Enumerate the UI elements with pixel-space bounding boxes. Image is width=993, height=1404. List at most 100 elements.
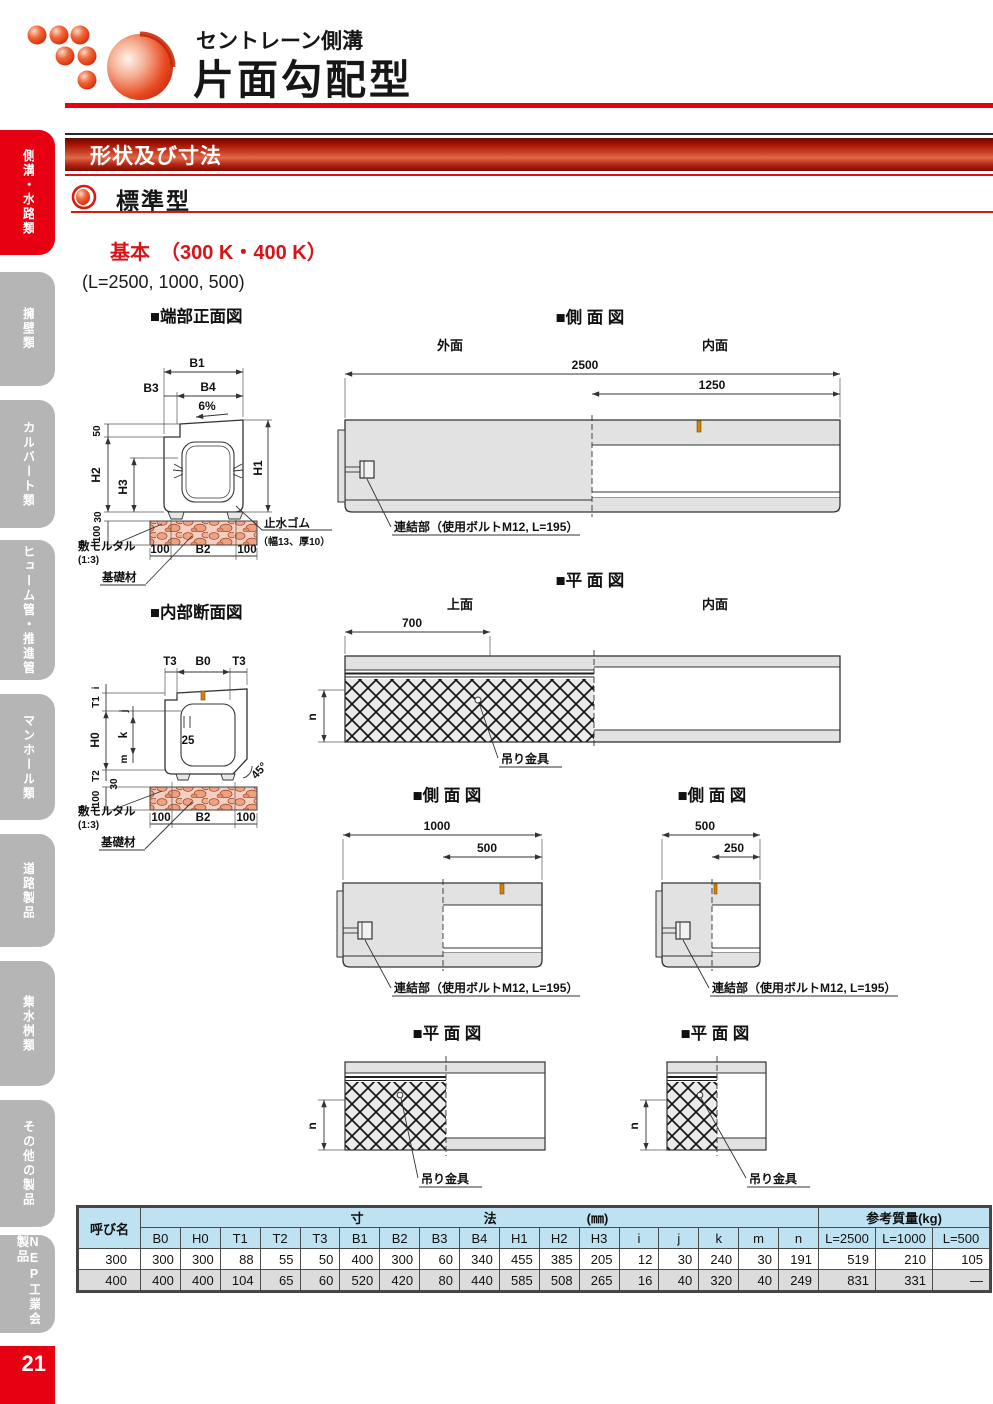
dim-2500: 2500	[572, 358, 599, 372]
dim-b0: B0	[195, 654, 211, 668]
cell-t1: 88	[219, 1248, 261, 1270]
length-note: (L=2500, 1000, 500)	[82, 272, 245, 292]
drawing-title: ■平 面 図	[556, 571, 625, 590]
dim-45deg: 45°	[249, 760, 270, 781]
col-header-h3: H3	[578, 1227, 620, 1249]
cell-b2: 420	[379, 1269, 421, 1291]
cell-b1: 520	[339, 1269, 381, 1291]
face-label-inner: 内面	[702, 597, 728, 612]
dim-250: 250	[724, 841, 744, 855]
dim-t3: T3	[232, 656, 245, 668]
technical-drawings: ■端部正面図 B1 B3 B4 6% 50 H2	[78, 306, 898, 1188]
sidebar-tab-label: ヒューム管・推進管	[21, 544, 34, 676]
col-header-t2: T2	[259, 1227, 301, 1249]
row-name: 400	[78, 1269, 141, 1291]
dim-group-label: (㎜)	[586, 1211, 609, 1226]
dim-i: i	[91, 686, 102, 689]
note-hook: 吊り金具	[421, 1171, 469, 1186]
drawing-title: ■内部断面図	[150, 602, 242, 622]
dim-b1: B1	[189, 356, 205, 370]
col-header-name: 呼び名	[78, 1207, 141, 1249]
section-top-line	[65, 133, 993, 135]
dim-100: 100	[91, 790, 102, 807]
cell-k: 240	[698, 1248, 740, 1270]
dim-t1: T1	[91, 696, 102, 708]
col-header-l-1000: L=1000	[874, 1227, 933, 1249]
dim-700: 700	[402, 616, 422, 630]
cell-b2: 300	[379, 1248, 421, 1270]
col-header-m: m	[738, 1227, 779, 1249]
sidebar-tab-3[interactable]: カルバート類	[0, 400, 55, 528]
sidebar-tab-1[interactable]: 側溝・水路類	[0, 130, 55, 255]
cell-j: 30	[658, 1248, 700, 1270]
dim-b2: B2	[196, 812, 211, 824]
col-header-l-2500: L=2500	[817, 1227, 876, 1249]
note-connector: 連結部（使用ボルトM12, L=195）	[712, 980, 896, 995]
dim-k: k	[116, 731, 130, 738]
dim-t2: T2	[91, 770, 102, 782]
note-mortar-ratio: (1:3)	[78, 555, 99, 566]
drawing-title: ■平 面 図	[681, 1024, 750, 1043]
cell-h3: 265	[578, 1269, 620, 1291]
cell-i: 16	[618, 1269, 660, 1291]
dim-m: m	[119, 754, 130, 763]
sidebar-tab-label: NEP工業会製品	[15, 1235, 40, 1327]
sidebar-tab-4[interactable]: ヒューム管・推進管	[0, 540, 55, 680]
sidebar-tab-label: 擁壁類	[21, 307, 34, 351]
dim-t3: T3	[163, 656, 176, 668]
dim-100: 100	[151, 812, 170, 824]
cell-l-2500: 519	[817, 1248, 876, 1270]
sidebar-tab-2[interactable]: 擁壁類	[0, 272, 55, 386]
drawing-side-view-500: ■側 面 図 500 250 連結部（使用ボルトM12, L=195）	[655, 785, 898, 997]
cell-t2: 55	[259, 1248, 301, 1270]
dim-100: 100	[92, 525, 103, 542]
sidebar-tab-label: 集水桝類	[21, 994, 34, 1053]
cell-t1: 104	[219, 1269, 261, 1291]
drawing-side-view-1000: ■側 面 図 1000 500 連結部（使用ボルトM12, L=195）	[336, 785, 580, 997]
cell-t2: 65	[259, 1269, 301, 1291]
sidebar-tab-6[interactable]: 道路製品	[0, 834, 55, 947]
dim-30: 30	[109, 778, 120, 790]
sidebar-tab-7[interactable]: 集水桝類	[0, 961, 55, 1086]
dim-slope: 6%	[198, 399, 216, 413]
note-base-material: 基礎材	[101, 570, 137, 584]
col-group-dimensions: 寸法(㎜)	[140, 1207, 819, 1228]
sidebar-tab-8[interactable]: その他の製品	[0, 1100, 55, 1227]
dim-100: 100	[237, 544, 256, 556]
drawing-title: ■側 面 図	[678, 785, 747, 805]
sidebar-tab-9[interactable]: NEP工業会製品	[0, 1235, 55, 1333]
cell-n: 191	[778, 1248, 819, 1270]
col-group-weight: 参考質量(kg)	[817, 1207, 991, 1228]
drawing-title: ■側 面 図	[413, 785, 482, 805]
cell-h1: 585	[498, 1269, 540, 1291]
col-header-h1: H1	[498, 1227, 540, 1249]
subsection-title: 標準型	[116, 188, 191, 214]
cell-i: 12	[618, 1248, 660, 1270]
col-header-b0: B0	[140, 1227, 181, 1249]
drawing-side-view-2500: ■側 面 図 外面 内面 2500 1250 連結部（使用ボルトM12,	[337, 307, 841, 536]
subsection-bullet-icon	[71, 184, 97, 210]
cell-b0: 300	[140, 1248, 181, 1270]
dim-100: 100	[236, 812, 255, 824]
face-label-inner: 内面	[702, 338, 728, 353]
row-name: 300	[78, 1248, 141, 1270]
col-header-b4: B4	[459, 1227, 500, 1249]
sidebar-tab-5[interactable]: マンホール類	[0, 694, 55, 820]
page-title: 片面勾配型	[193, 57, 413, 103]
cell-l-2500: 831	[817, 1269, 876, 1291]
header-rule	[65, 103, 993, 108]
note-mortar-ratio: (1:3)	[78, 820, 99, 831]
drawing-inner-section-view: ■内部断面図 25 T3 B0 T3 i T1 j	[78, 602, 270, 851]
dim-1000: 1000	[424, 819, 451, 833]
subsection-underline	[71, 211, 993, 213]
note-waterstop-size: （幅13、厚10）	[258, 535, 330, 548]
cell-h2: 385	[538, 1248, 580, 1270]
cell-n: 249	[778, 1269, 819, 1291]
dim-1250: 1250	[699, 378, 726, 392]
note-hook: 吊り金具	[749, 1171, 797, 1186]
cell-b4: 440	[459, 1269, 500, 1291]
cell-h0: 300	[179, 1248, 221, 1270]
cell-m: 30	[738, 1248, 779, 1270]
note-connector: 連結部（使用ボルトM12, L=195）	[394, 980, 578, 995]
